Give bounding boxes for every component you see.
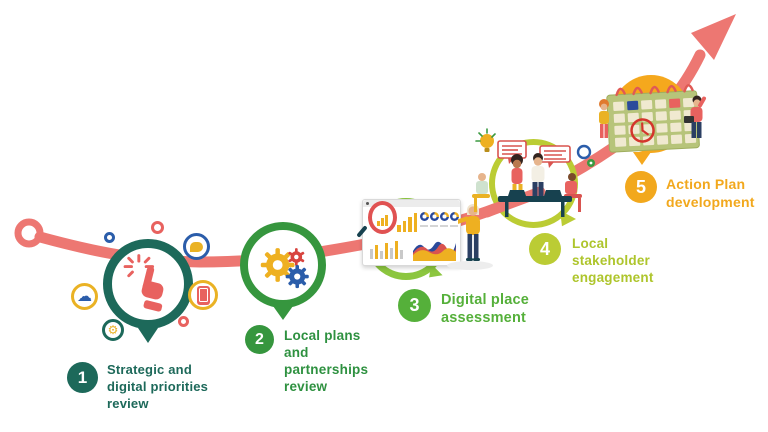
dashboard-topbar xyxy=(363,200,460,207)
step2-number-badge: 2 xyxy=(245,325,274,354)
speech-bubble-chart-icon xyxy=(539,145,571,168)
step3-label-line1: Digital place xyxy=(441,292,530,308)
gears-icon xyxy=(576,144,595,167)
person-standing-right xyxy=(531,153,545,200)
step1-label: Strategic and digital priorities review xyxy=(107,361,208,412)
smartphone-icon xyxy=(188,280,218,310)
calendar-marked-day-blue xyxy=(627,100,639,111)
donut-chart-icon xyxy=(430,212,439,221)
step2-label: Local plans and partnerships review xyxy=(284,327,368,395)
step5-label-line1: Action Plan xyxy=(666,176,746,192)
calendar-plan-icon xyxy=(599,84,706,153)
magnifier-icon xyxy=(368,201,397,234)
step1-label-line1: Strategic and xyxy=(107,362,192,377)
person-shadow xyxy=(447,261,493,270)
step2-label-line3: partnerships xyxy=(284,362,369,377)
arrow-head-icon xyxy=(691,14,736,60)
bar-chart-icon xyxy=(397,210,417,232)
decorative-dot-icon xyxy=(151,221,164,234)
step2-label-line4: review xyxy=(284,379,328,394)
area-chart-icon xyxy=(413,241,456,261)
step3-label-line2: assessment xyxy=(441,310,527,326)
step1-label-line3: review xyxy=(107,396,149,411)
person-seated-left xyxy=(472,173,490,212)
donut-chart-icon xyxy=(450,212,459,221)
calendar-binding-rings xyxy=(615,84,694,97)
bar-chart-icon xyxy=(370,240,403,259)
person-seated-right xyxy=(564,173,582,212)
step5-number-badge: 5 xyxy=(625,171,657,203)
laptop-icon xyxy=(544,190,562,196)
step1-circle xyxy=(103,239,193,329)
step4-label-line3: engagement xyxy=(572,270,654,285)
decorative-dot-icon xyxy=(178,316,189,327)
step1-label-line2: digital priorities xyxy=(107,379,209,394)
laptop-icon xyxy=(508,190,526,196)
person-right-with-laptop xyxy=(684,95,706,138)
step5-label: Action Plan development xyxy=(666,175,755,211)
speech-bubble-chart-icon xyxy=(497,140,527,164)
cloud-icon: ☁ xyxy=(71,283,98,310)
step5-label-line2: development xyxy=(666,194,755,210)
stakeholder-meeting-icon xyxy=(472,128,595,217)
chat-bubble-icon xyxy=(183,233,210,260)
step4-label: Local stakeholder engagement xyxy=(572,235,654,286)
step2-circle xyxy=(240,222,326,308)
step3-label: Digital place assessment xyxy=(441,291,529,327)
deadline-clock-doodle xyxy=(630,118,655,143)
gear-icon: ⚙ xyxy=(102,319,124,341)
donut-chart-icon xyxy=(420,212,429,221)
step1-number-badge: 1 xyxy=(67,362,98,393)
step2-pin xyxy=(273,306,293,320)
calendar-marked-day-red xyxy=(668,98,681,109)
step3-number-badge: 3 xyxy=(398,289,431,322)
step4-label-line2: stakeholder xyxy=(572,253,650,268)
step4-label-line1: Local xyxy=(572,236,609,251)
donut-chart-icon xyxy=(440,212,449,221)
person-left xyxy=(599,99,609,138)
lightbulb-icon xyxy=(475,128,496,152)
cursor-click-icon xyxy=(123,254,164,312)
step1-pin xyxy=(138,328,158,343)
step5-pin xyxy=(633,152,651,165)
step2-label-line2: and xyxy=(284,345,309,360)
step4-number-badge: 4 xyxy=(529,233,561,265)
meeting-table xyxy=(498,196,572,202)
gears-icon xyxy=(260,248,309,289)
analytics-dashboard-icon xyxy=(356,199,461,266)
step2-label-line1: Local plans xyxy=(284,328,361,343)
decorative-dot-icon xyxy=(104,232,115,243)
